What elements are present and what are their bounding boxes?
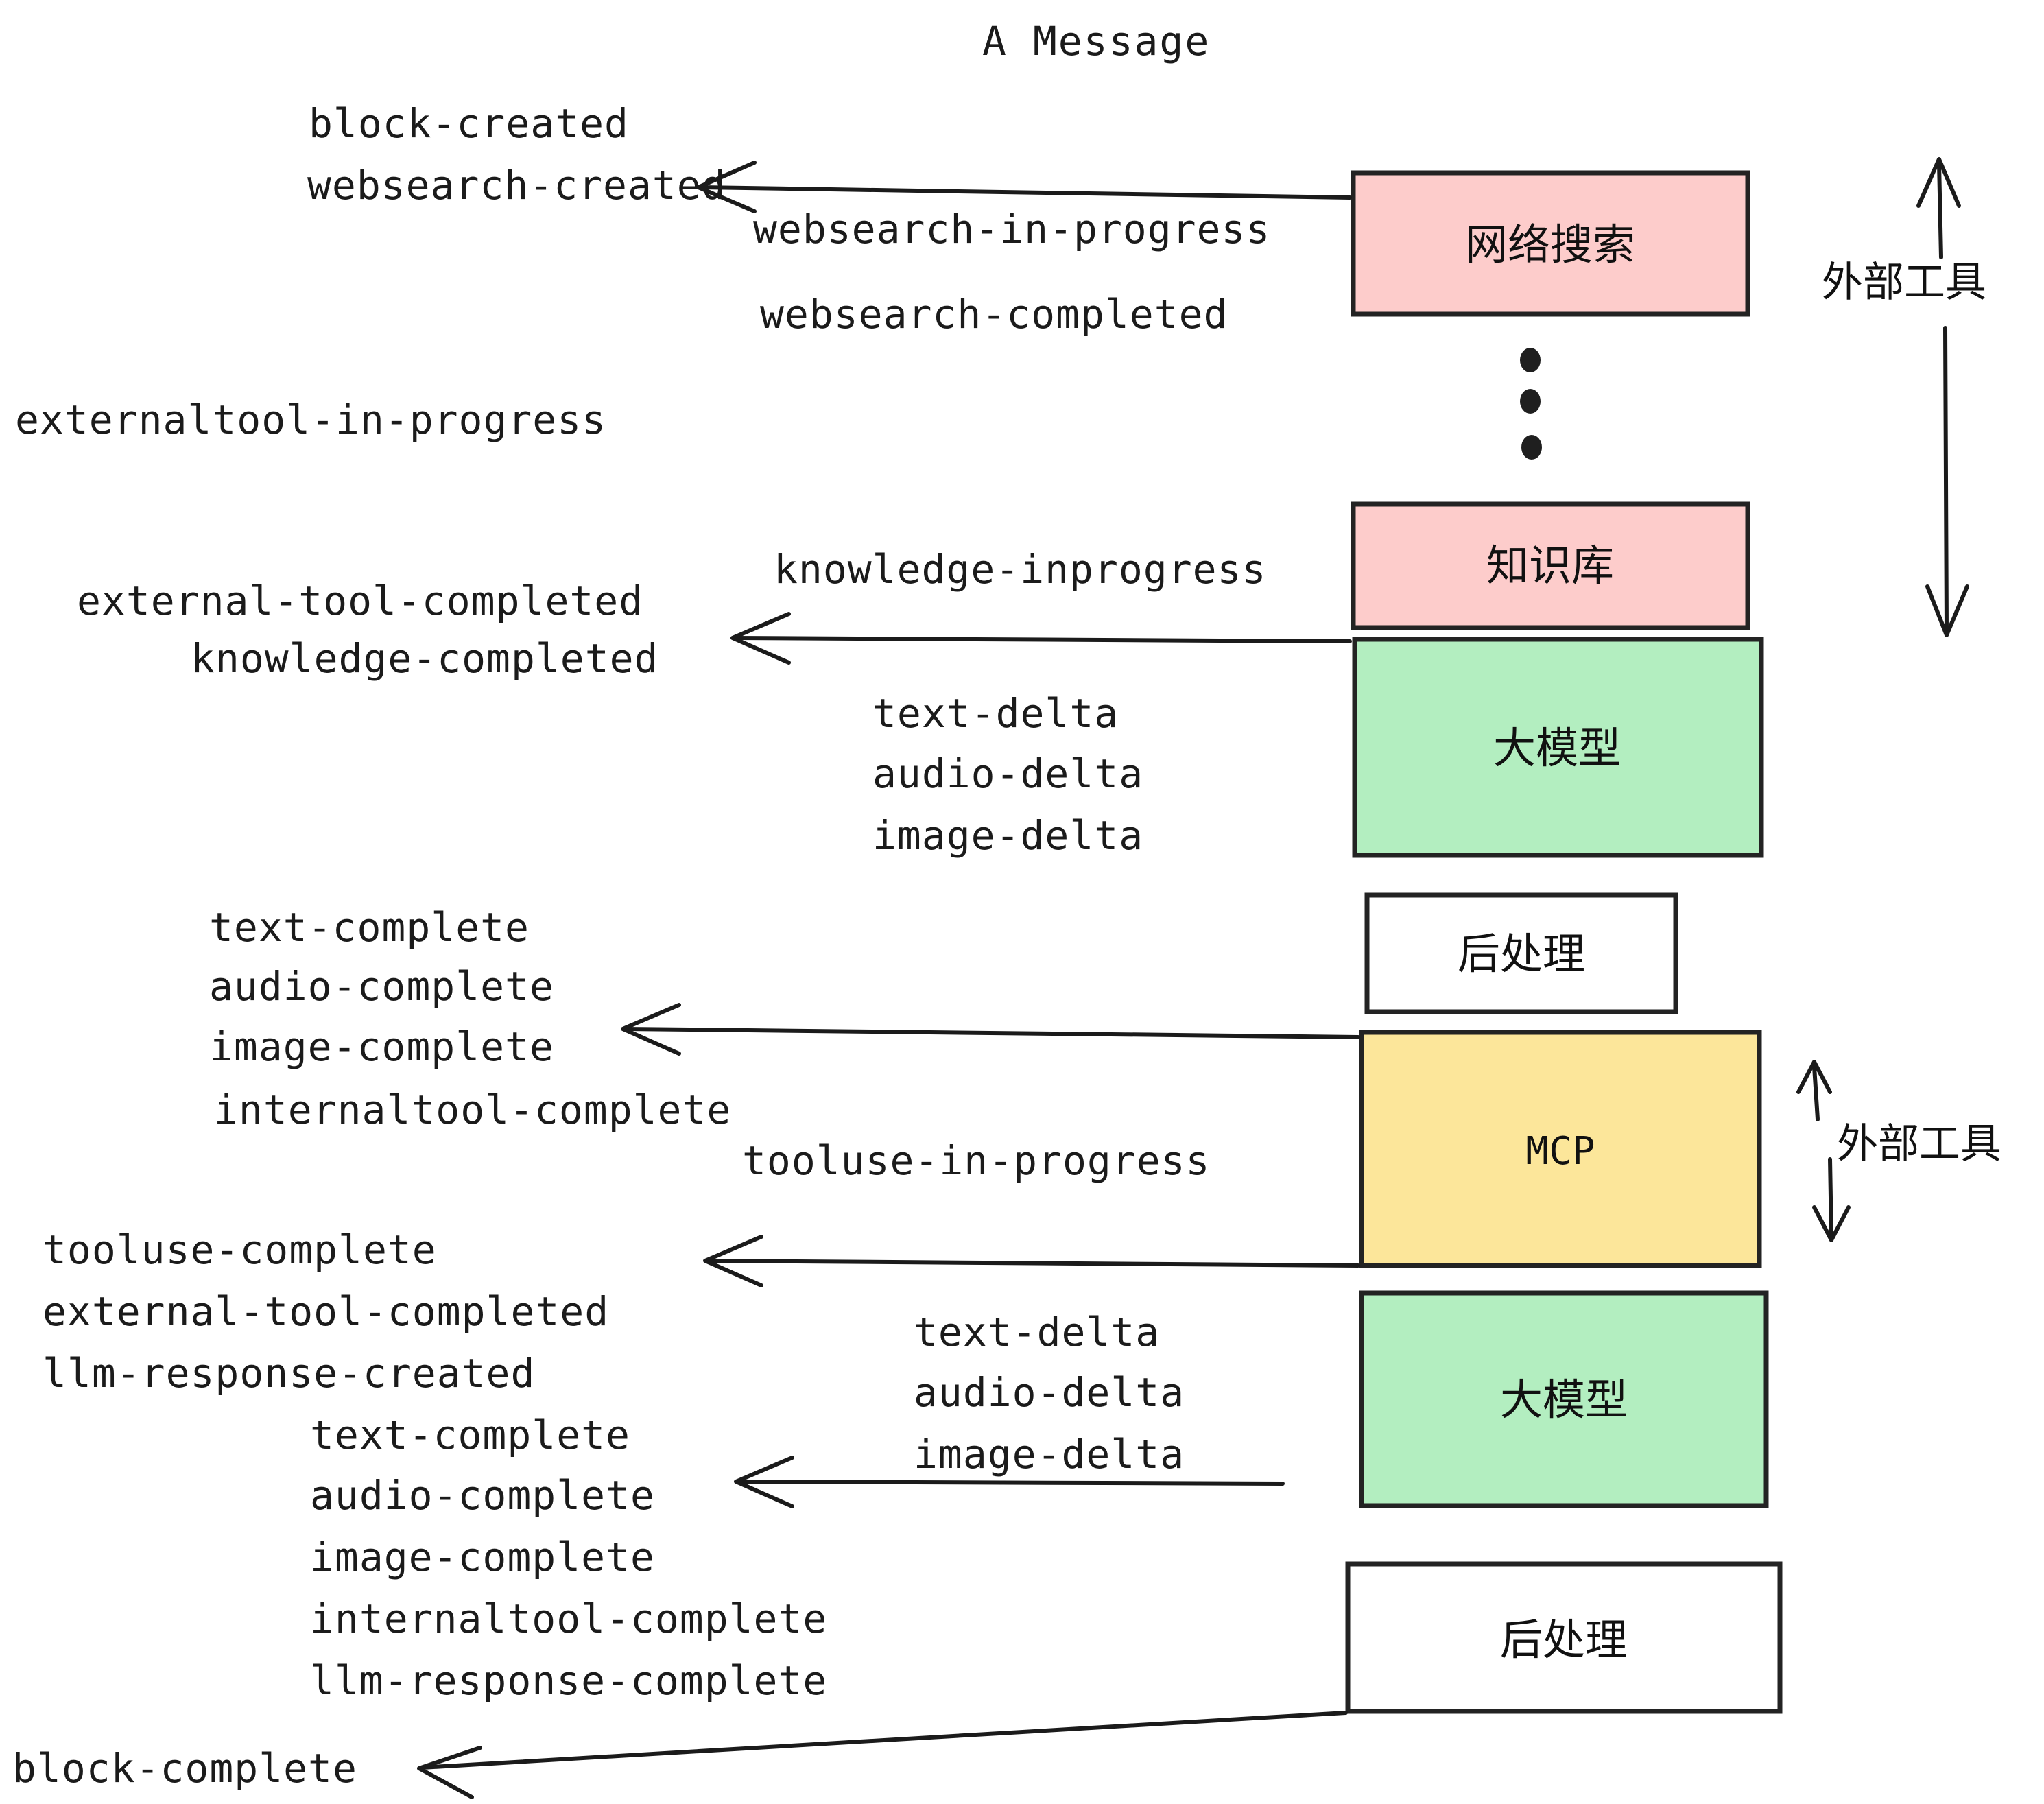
event-label-block-created: block-created [309, 100, 629, 147]
external-tools-span-top [1916, 157, 1969, 637]
arrow-postprocess2-to-block-complete [417, 1711, 1348, 1799]
event-label-externaltool-in-progress: externaltool-in-progress [15, 396, 606, 443]
event-label-knowledge-inprogress: knowledge-inprogress [774, 546, 1266, 593]
node-label-llm-2: 大模型 [1500, 1375, 1628, 1425]
event-label-external-tool-completed-1: external-tool-completed [77, 578, 643, 624]
node-label-knowledge: 知识库 [1486, 541, 1614, 591]
arrow-mcp-to-tooluse-complete [703, 1235, 1360, 1287]
event-label-knowledge-completed: knowledge-completed [191, 635, 658, 682]
event-label-image-complete-1: image-complete [209, 1023, 554, 1070]
node-label-llm-1: 大模型 [1493, 723, 1621, 773]
node-box-knowledge[interactable] [1351, 501, 1750, 630]
event-label-text-delta-2: text-delta [914, 1309, 1160, 1355]
event-label-llm-response-complete: llm-response-complete [310, 1657, 827, 1704]
external-tools-span-bottom [1796, 1060, 1851, 1242]
event-label-llm-response-created: llm-response-created [43, 1350, 535, 1397]
node-box-websearch[interactable] [1351, 170, 1750, 317]
event-label-websearch-created: websearch-created [307, 162, 726, 209]
external-tools-label-top: 外部工具 [1822, 259, 1986, 307]
event-label-audio-complete-1: audio-complete [209, 963, 554, 1010]
node-label-postprocess-2: 后处理 [1500, 1615, 1628, 1665]
event-label-text-delta-1: text-delta [872, 690, 1119, 737]
node-box-postprocess-1[interactable] [1364, 892, 1678, 1014]
external-tools-label-bottom: 外部工具 [1837, 1120, 2001, 1168]
event-label-audio-delta-2: audio-delta [914, 1369, 1185, 1416]
event-label-internaltool-complete-2: internaltool-complete [310, 1595, 827, 1642]
event-label-image-delta-1: image-delta [872, 812, 1143, 859]
event-label-block-complete: block-complete [12, 1745, 357, 1792]
node-box-llm-1[interactable] [1352, 637, 1764, 858]
diagram-title: A Message [982, 18, 1210, 64]
event-label-tooluse-in-progress: tooluse-in-progress [742, 1137, 1210, 1184]
event-label-websearch-completed: websearch-completed [760, 291, 1228, 337]
event-label-websearch-in-progress: websearch-in-progress [753, 206, 1270, 252]
event-label-audio-complete-2: audio-complete [310, 1472, 655, 1519]
node-label-postprocess-1: 后处理 [1458, 929, 1585, 979]
vertical-ellipsis-icon [1520, 348, 1542, 460]
event-label-text-complete-2: text-complete [310, 1412, 630, 1458]
event-label-audio-delta-1: audio-delta [872, 750, 1143, 797]
event-label-tooluse-complete: tooluse-complete [43, 1226, 437, 1273]
arrow-knowledge-to-knowledge-completed [730, 612, 1352, 665]
node-label-mcp: MCP [1525, 1129, 1595, 1174]
node-box-postprocess-2[interactable] [1345, 1561, 1783, 1714]
event-label-internaltool-complete-1: internaltool-complete [214, 1087, 731, 1133]
node-box-mcp[interactable] [1359, 1030, 1762, 1268]
event-label-text-complete-1: text-complete [209, 904, 530, 951]
arrow-mcp-to-image-complete [621, 1003, 1360, 1056]
event-label-image-complete-2: image-complete [310, 1534, 655, 1580]
arrow-websearch-to-block-created [696, 161, 1352, 213]
node-box-llm-2[interactable] [1359, 1290, 1769, 1508]
event-label-image-delta-2: image-delta [914, 1431, 1185, 1477]
event-label-external-tool-completed-2: external-tool-completed [43, 1288, 609, 1335]
arrow-llm2-to-audio-complete [734, 1456, 1285, 1508]
node-label-websearch: 网络搜索 [1465, 219, 1635, 270]
